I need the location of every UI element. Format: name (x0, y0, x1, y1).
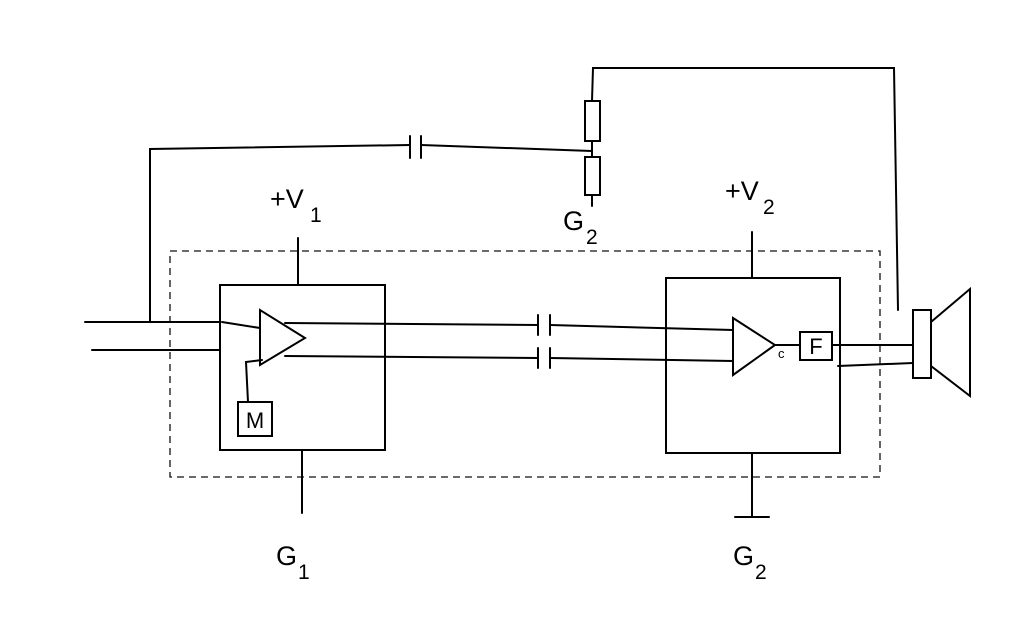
svg-text:G: G (733, 541, 754, 571)
feedback-wire-right (420, 144, 593, 152)
g2-bottom-label: G 2 (733, 541, 767, 584)
motor-label: M (246, 408, 264, 433)
resistor-bottom (584, 156, 601, 196)
svg-text:2: 2 (763, 196, 775, 219)
speaker-wire-bottom (837, 362, 914, 367)
svg-text:+V: +V (270, 184, 304, 214)
svg-text:+V: +V (725, 176, 759, 206)
v1-label: +V 1 (270, 184, 322, 227)
filter-label: F (809, 334, 822, 359)
svg-text:2: 2 (586, 226, 598, 249)
motor-wire (244, 359, 263, 403)
svg-text:1: 1 (310, 204, 322, 227)
svg-text:G: G (276, 541, 297, 571)
v2-label: +V 2 (725, 176, 775, 219)
speaker-icon (912, 309, 932, 379)
g2-top-label: G 2 (563, 206, 598, 249)
amp1-input-wire (221, 321, 261, 329)
c-label: c (778, 346, 785, 361)
amplifier-block-1 (219, 284, 386, 451)
feedback-wire-left (149, 144, 411, 323)
signal-line-top-b (549, 324, 734, 331)
signal-line-bottom-b (549, 357, 734, 362)
svg-text:2: 2 (755, 561, 767, 584)
signal-line-top-a (284, 322, 539, 326)
divider-wire-top (591, 67, 899, 311)
amplifier-block-2 (665, 277, 841, 454)
signal-line-bottom-a (284, 355, 539, 359)
speaker-cone (930, 286, 971, 399)
svg-text:G: G (563, 206, 584, 236)
g1-label: G 1 (276, 541, 310, 584)
resistor-top (584, 100, 601, 142)
svg-text:1: 1 (298, 561, 310, 584)
amplifier-triangle-1 (259, 308, 307, 367)
motor-box (237, 401, 273, 437)
amplifier-triangle-2 (732, 316, 777, 377)
